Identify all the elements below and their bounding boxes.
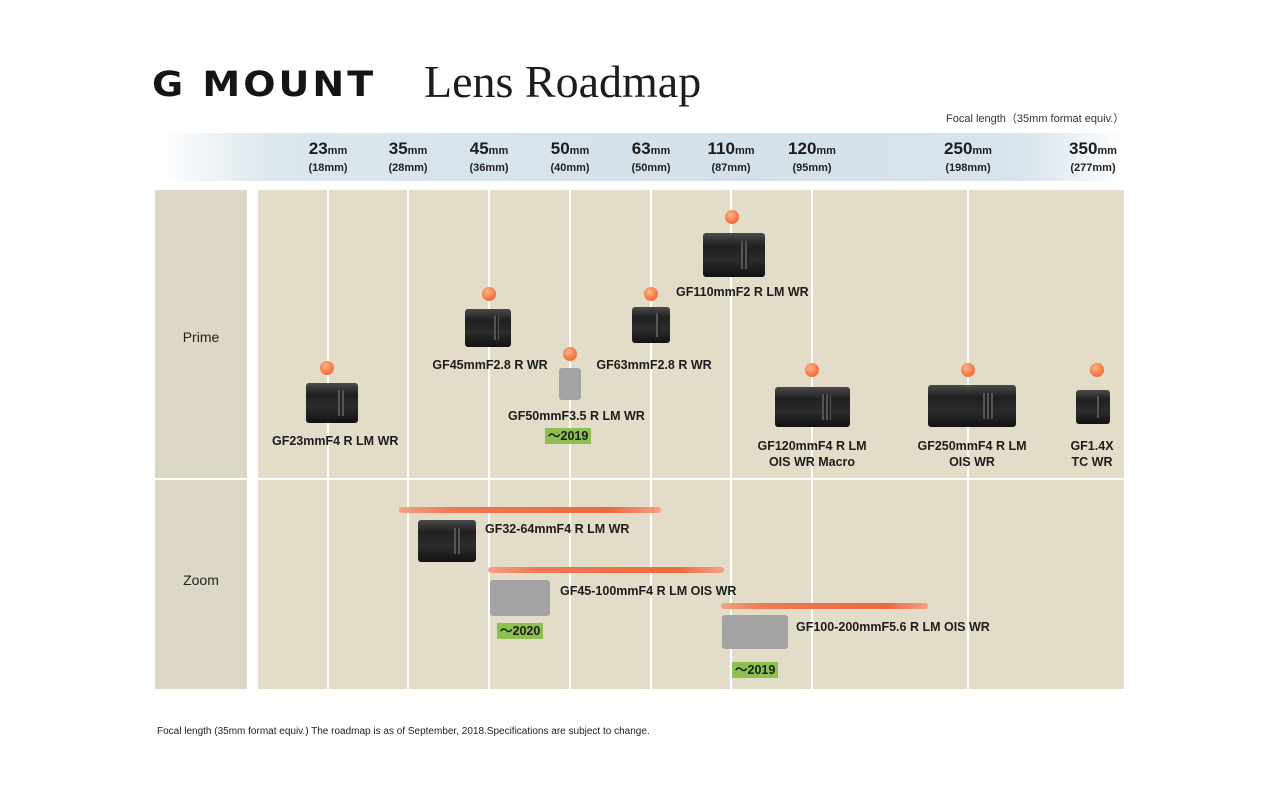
focal-length-50: 50mm (40mm) xyxy=(530,139,610,175)
release-marker-gf110 xyxy=(725,210,739,224)
prime-label-cell xyxy=(155,190,247,478)
focal-length-note: Focal length（35mm format equiv.） xyxy=(946,113,1125,125)
focal-unit: mm xyxy=(407,145,428,157)
focal-value: 35 xyxy=(388,139,408,158)
focal-length-63: 63mm (50mm) xyxy=(611,139,691,175)
focal-unit: mm xyxy=(327,145,348,157)
focal-equiv: (87mm) xyxy=(711,162,751,174)
focal-length-23: 23mm (18mm) xyxy=(288,139,368,175)
gf23-lens-image xyxy=(306,383,358,423)
focal-equiv: (28mm) xyxy=(388,162,428,174)
focal-unit: mm xyxy=(816,145,836,157)
gf45-label: GF45mmF2.8 R WR xyxy=(432,358,548,372)
focal-unit: mm xyxy=(569,145,590,157)
zoom-row-label: Zoom xyxy=(183,572,219,588)
tc-label: GF1.4X TC WR xyxy=(1062,438,1122,470)
grid-line xyxy=(407,190,409,689)
release-marker-gf45 xyxy=(482,287,496,301)
focal-equiv: (198mm) xyxy=(945,162,991,174)
gf45-100-label: GF45-100mmF4 R LM OIS WR xyxy=(560,584,737,598)
focal-length-45: 45mm (36mm) xyxy=(449,139,529,175)
focal-equiv: (277mm) xyxy=(1070,162,1116,174)
gf50-label: GF50mmF3.5 R LM WR xyxy=(508,409,645,423)
range-bar-gf45-100 xyxy=(488,567,724,573)
gf100-200-release-badge: 〜2019 xyxy=(732,662,779,678)
focal-equiv: (40mm) xyxy=(550,162,590,174)
gf250-label-line1: GF250mmF4 R LM xyxy=(917,439,1027,453)
gf110-lens-image xyxy=(703,233,765,277)
page-title: Lens Roadmap xyxy=(424,56,702,107)
focal-unit: mm xyxy=(972,145,992,157)
focal-value: 350 xyxy=(1069,139,1098,158)
focal-length-350: 350mm (277mm) xyxy=(1053,139,1133,175)
focal-value: 250 xyxy=(944,139,973,158)
focal-length-110: 110mm (87mm) xyxy=(691,139,771,175)
gf63-label: GF63mmF2.8 R WR xyxy=(596,358,712,372)
focal-value: 110 xyxy=(707,139,735,158)
gf50-release-badge: 〜2019 xyxy=(545,428,592,444)
gf110-label: GF110mmF2 R LM WR xyxy=(676,285,809,299)
gf45-lens-image xyxy=(465,309,511,347)
grid-line xyxy=(650,190,652,689)
focal-value: 45 xyxy=(469,139,489,158)
focal-length-120: 120mm (95mm) xyxy=(772,139,852,175)
focal-equiv: (18mm) xyxy=(308,162,348,174)
release-marker-gf120 xyxy=(805,363,819,377)
focal-value: 50 xyxy=(550,139,570,158)
footer-note: Focal length (35mm format equiv.) The ro… xyxy=(157,726,650,737)
focal-unit: mm xyxy=(650,145,671,157)
g-mount-logo: G MOUNT xyxy=(152,63,377,105)
grid-line xyxy=(811,190,813,689)
focal-equiv: (95mm) xyxy=(792,162,832,174)
focal-unit: mm xyxy=(488,145,509,157)
focal-unit: mm xyxy=(734,145,755,157)
gf45-100-lens-image xyxy=(490,580,550,616)
gf120-label-line2: OIS WR Macro xyxy=(768,455,856,469)
gf100-200-lens-image xyxy=(722,615,788,649)
focal-length-header xyxy=(155,133,1125,181)
prime-row-label: Prime xyxy=(182,329,220,345)
grid-line xyxy=(488,190,490,689)
release-marker-gf250 xyxy=(961,363,975,377)
focal-value: 120 xyxy=(788,139,817,158)
gf120-label: GF120mmF4 R LM OIS WR Macro xyxy=(752,438,872,470)
grid-line xyxy=(730,190,732,689)
gf250-lens-image xyxy=(928,385,1016,427)
gf45-100-release-badge: 〜2020 xyxy=(497,623,544,639)
zoom-row xyxy=(258,480,1124,689)
gf120-lens-image xyxy=(775,387,850,427)
release-marker-gf50 xyxy=(563,347,577,361)
row-separator xyxy=(155,478,1125,480)
release-marker-gf23 xyxy=(320,361,334,375)
grid-line xyxy=(967,190,969,689)
gf100-200-label: GF100-200mmF5.6 R LM OIS WR xyxy=(796,620,990,634)
gf50-lens-image xyxy=(559,368,581,400)
release-marker-tc xyxy=(1090,363,1104,377)
focal-equiv: (36mm) xyxy=(469,162,509,174)
range-bar-gf32-64 xyxy=(399,507,661,513)
gf63-lens-image xyxy=(632,307,670,343)
gf250-label-line2: OIS WR xyxy=(949,455,995,469)
focal-value: 23 xyxy=(308,139,328,158)
focal-length-35: 35mm (28mm) xyxy=(368,139,448,175)
gf23-label: GF23mmF4 R LM WR xyxy=(272,434,399,448)
focal-length-250: 250mm (198mm) xyxy=(928,139,1008,175)
tc-image xyxy=(1076,390,1110,424)
gf32-64-label: GF32-64mmF4 R LM WR xyxy=(485,522,630,536)
tc-label-line2: TC WR xyxy=(1071,455,1113,469)
focal-unit: mm xyxy=(1097,145,1117,157)
range-bar-gf100-200 xyxy=(721,603,928,609)
release-marker-gf63 xyxy=(644,287,658,301)
gf120-label-line1: GF120mmF4 R LM xyxy=(757,439,867,453)
focal-equiv: (50mm) xyxy=(631,162,671,174)
focal-value: 63 xyxy=(631,139,651,158)
tc-label-line1: GF1.4X xyxy=(1070,439,1114,453)
grid-line xyxy=(327,190,329,689)
gf32-64-lens-image xyxy=(418,520,476,562)
gf250-label: GF250mmF4 R LM OIS WR xyxy=(912,438,1032,470)
zoom-label-cell xyxy=(155,480,247,689)
prime-row xyxy=(258,190,1124,478)
